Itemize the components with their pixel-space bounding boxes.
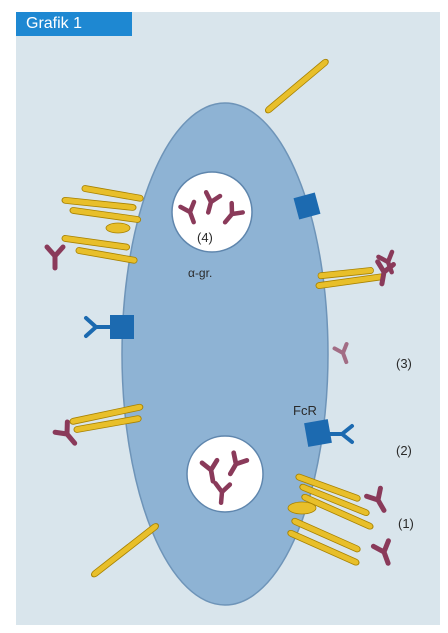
antibody-free: [335, 344, 353, 364]
fc-receptor: [304, 419, 352, 447]
glycoprotein-rod-bottom-left: [90, 522, 160, 578]
glycoprotein-cluster-left-upper: [47, 185, 144, 268]
glycoprotein-cluster-right-upper: [316, 252, 399, 289]
glycoprotein-rod-top: [264, 58, 330, 114]
marker-2: (2): [396, 443, 412, 458]
granule-vesicle-bottom: [187, 436, 263, 512]
marker-1: (1): [398, 516, 414, 531]
cell-label: α-gr.: [188, 266, 212, 280]
marker-3: (3): [396, 356, 412, 371]
marker-4: (4): [197, 230, 213, 245]
receptor-left: [86, 315, 134, 339]
fc-receptor-label: FcR: [293, 403, 317, 418]
